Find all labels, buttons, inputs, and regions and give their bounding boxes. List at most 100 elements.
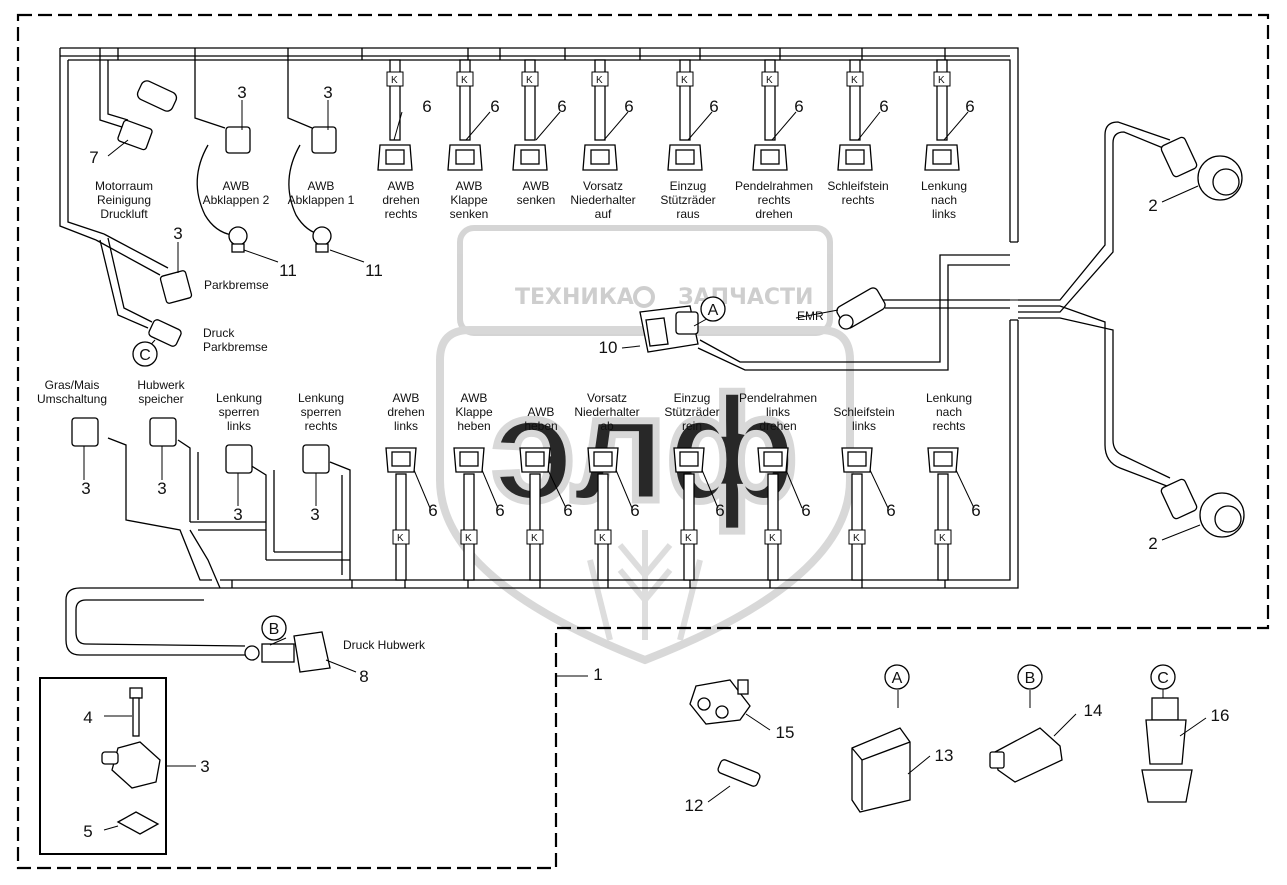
- callout-6: 6: [971, 501, 980, 520]
- k-marker: K: [465, 533, 472, 544]
- callout-6: 6: [490, 97, 499, 116]
- connector-6-schleifstein-rechts: [837, 59, 873, 171]
- callout-6: 6: [715, 501, 724, 520]
- connector-6-awb-drehen-rechts: [377, 59, 413, 171]
- k-marker: K: [599, 533, 606, 544]
- watermark-text-right: ЗАПЧАСТИ: [678, 285, 813, 310]
- gasket-5: [116, 811, 160, 835]
- kit-dashed-border: [16, 13, 1270, 870]
- watermark-text-left: ТЕХНИКА: [515, 285, 634, 310]
- k-marker: K: [681, 75, 688, 86]
- callout-6: 6: [801, 501, 810, 520]
- k-marker: K: [526, 75, 533, 86]
- label-emr: EMR: [797, 309, 824, 323]
- callout-3-detail: 3: [200, 757, 209, 776]
- callout-3-lenkung-sperren-links: 3: [233, 505, 242, 524]
- connector-6-vorsatz-auf: [582, 59, 618, 171]
- connector-6-lenkung-rechts: [927, 447, 959, 581]
- wheat-icon: [587, 530, 703, 641]
- circle-a-legend: [884, 664, 910, 690]
- connector-6-einzug-rein: [673, 447, 705, 581]
- callout-4: 4: [83, 708, 92, 727]
- round-connectors-2: [1160, 136, 1245, 538]
- callout-3-abklappen-1: 3: [323, 83, 332, 102]
- k-marker: K: [685, 533, 692, 544]
- callout-3-abklappen-2: 3: [237, 83, 246, 102]
- pressure-switch-14: [989, 727, 1063, 783]
- callout-3-gras-mais: 3: [81, 479, 90, 498]
- callout-6: 6: [630, 501, 639, 520]
- circle-c-harness: [132, 341, 158, 367]
- letter-c: C: [1157, 670, 1169, 687]
- round-connector-2-bottom: [1160, 478, 1245, 538]
- valve-3-lenkung-sperren-links: [225, 444, 253, 474]
- k-marker: K: [769, 533, 776, 544]
- letter-a: A: [708, 302, 719, 319]
- k-markers-bottom: K K K K K K K K: [392, 529, 952, 545]
- callout-6: 6: [965, 97, 974, 116]
- sensor-8-druck-hubwerk: [244, 631, 331, 673]
- k-marker: K: [851, 75, 858, 86]
- callout-6: 6: [794, 97, 803, 116]
- valve-3-abklappen-1: [287, 60, 337, 236]
- connector-6-awb-klappe-heben: [453, 447, 485, 581]
- connector-6-awb-drehen-links: [385, 447, 417, 581]
- callout-6: 6: [422, 97, 431, 116]
- k-marker: K: [766, 75, 773, 86]
- top-left-components: [99, 60, 337, 347]
- watermark-logo: элф: [492, 364, 798, 532]
- connector-10: [639, 305, 699, 353]
- callout-16: 16: [1211, 706, 1230, 725]
- t-fitting-15: [689, 679, 751, 725]
- callout-6: 6: [709, 97, 718, 116]
- letter-b: B: [1025, 670, 1036, 687]
- callout-15: 15: [776, 723, 795, 742]
- k-marker: K: [939, 533, 946, 544]
- connector-6-awb-klappe-senken: [447, 59, 483, 171]
- callout-3-lenkung-sperren-rechts: 3: [310, 505, 319, 524]
- k-marker: K: [938, 75, 945, 86]
- circle-b-harness: [261, 615, 287, 641]
- pressure-switch-16: [1141, 697, 1193, 803]
- valve-3-detail: [111, 741, 161, 789]
- plug-7: [117, 80, 178, 151]
- callout-10: 10: [599, 338, 618, 357]
- valve-3-hubwerk-speicher: [149, 417, 177, 447]
- connector-6-lenkung-links: [924, 59, 960, 171]
- letter-b: B: [269, 621, 280, 638]
- callout-6: 6: [624, 97, 633, 116]
- callout-11-a: 11: [279, 261, 297, 280]
- sensor-11-b: [312, 226, 332, 253]
- screw-4-shaft: [132, 697, 140, 737]
- callout-6: 6: [428, 501, 437, 520]
- valve-3-detail-port: [101, 751, 119, 765]
- label-parkbremse: Parkbremse: [204, 278, 269, 292]
- callout-12: 12: [685, 796, 704, 815]
- bleeder-12: [717, 759, 761, 787]
- letter-a: A: [892, 670, 903, 687]
- k-marker: K: [531, 533, 538, 544]
- connector-6-vorsatz-ab: [587, 447, 619, 581]
- k-marker: K: [397, 533, 404, 544]
- screw-4-head: [129, 687, 143, 699]
- bottom-left-valves: [71, 417, 330, 474]
- callout-11-b: 11: [365, 261, 383, 280]
- leader-lines: [83, 100, 1207, 831]
- callout-6: 6: [495, 501, 504, 520]
